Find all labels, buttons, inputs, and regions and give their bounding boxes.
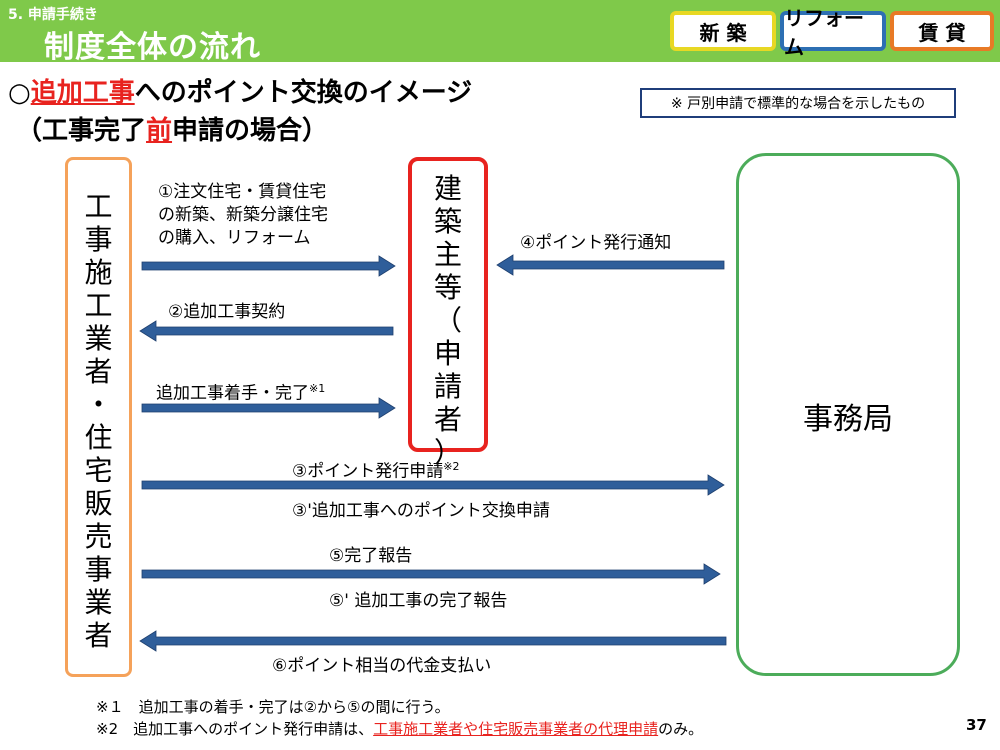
section-label: 5. 申請手続き [8, 7, 98, 23]
contractor-box [65, 157, 132, 677]
subtitle-line-2: （工事完了前申請の場合） [16, 110, 328, 147]
owner-label-text: 建築主等（申請者） [433, 172, 462, 469]
page-number: 37 [966, 716, 987, 734]
subtitle-text: （工事完了 [16, 116, 147, 146]
subtitle-text: へのポイント交換のイメージ [134, 78, 473, 108]
office-label: 事務局 [803, 402, 893, 437]
office-box [736, 153, 960, 676]
flow-label-step5: ⑤完了報告 [329, 546, 413, 566]
footnote-text: ※2 追加工事へのポイント発行申請は、 [96, 720, 374, 738]
footnote-mark: ※2 [443, 460, 460, 473]
contractor-label: 工事施工業者・住宅販売事業者 [65, 190, 132, 652]
footnote-mark: ※1 [309, 382, 326, 395]
page-title: 制度全体の流れ [44, 30, 261, 65]
footnotes: ※１ 追加工事の着手・完了は②から⑤の間に行う。 ※2 追加工事へのポイント発行… [96, 696, 703, 740]
flow-label-step3: ③ポイント発行申請※2 [292, 455, 459, 484]
footnote-highlight: 工事施工業者や住宅販売事業者の代理申請 [373, 720, 659, 738]
footnote-1: ※１ 追加工事の着手・完了は②から⑤の間に行う。 [96, 698, 450, 716]
flow-label-step2: ②追加工事契約 [168, 302, 286, 322]
flow-label-step3b: ③'追加工事へのポイント交換申請 [292, 501, 550, 521]
subtitle-line-1: ○追加工事へのポイント交換のイメージ [8, 72, 472, 109]
flow-label-step1: ①注文住宅・賃貸住宅 の新築、新築分譲住宅 の購入、リフォーム [158, 181, 328, 250]
arrow-step2 [139, 320, 394, 342]
subtitle-text: 申請の場合） [172, 116, 329, 146]
footnote-2: ※2 追加工事へのポイント発行申請は、工事施工業者や住宅販売事業者の代理申請のみ… [96, 718, 703, 740]
subtitle-circle-mark: ○ [8, 78, 31, 108]
flow-label-text: 追加工事着手・完了 [156, 383, 309, 404]
flow-label-line: ①注文住宅・賃貸住宅 [158, 182, 327, 202]
owner-label: 建築主等（申請者） [408, 172, 488, 469]
arrow-step3 [141, 474, 725, 496]
arrow-step6 [139, 630, 727, 652]
contractor-label-text: 工事施工業者・住宅販売事業者 [84, 190, 113, 652]
flow-label-line: の新築、新築分譲住宅 [158, 205, 328, 225]
arrow-step4 [496, 254, 725, 276]
flow-label-step4: ④ポイント発行通知 [520, 233, 672, 253]
footnote-text: のみ。 [658, 720, 704, 738]
arrow-step5 [141, 563, 721, 585]
owner-box [408, 157, 488, 452]
note-box: ※ 戸別申請で標準的な場合を示したもの [640, 88, 956, 118]
tab-new-build[interactable]: 新 築 [670, 11, 776, 51]
flow-label-step5b: ⑤' 追加工事の完了報告 [329, 591, 508, 611]
arrow-step1 [141, 255, 396, 277]
arrow-group [139, 254, 727, 652]
subtitle-highlight: 追加工事 [30, 78, 135, 108]
arrow-start-complete [141, 397, 396, 419]
flow-label-start-complete: 追加工事着手・完了※1 [156, 377, 325, 406]
flow-label-text: ③ポイント発行申請 [292, 461, 444, 482]
subtitle-highlight: 前 [146, 116, 173, 146]
flow-label-line: の購入、リフォーム [158, 228, 311, 248]
tab-rental[interactable]: 賃 貸 [890, 11, 994, 51]
flow-label-step6: ⑥ポイント相当の代金支払い [272, 656, 492, 676]
